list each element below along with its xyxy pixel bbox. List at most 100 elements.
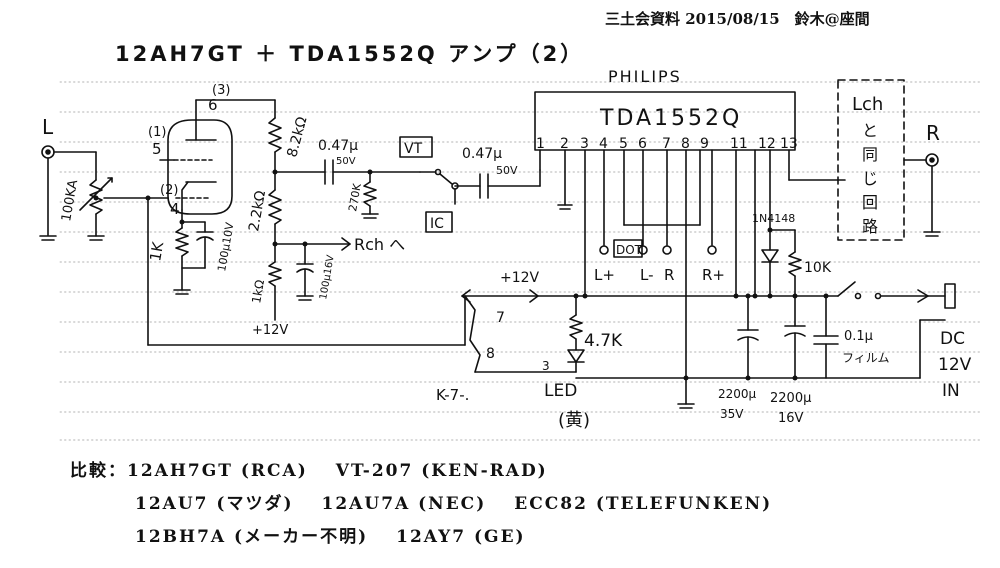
vt-box <box>399 136 433 158</box>
chip-pin-7: 7 <box>662 136 671 152</box>
cap-2200b-volt: 16V <box>778 411 804 426</box>
res-270k <box>361 171 379 219</box>
coupling-c2-volt: 50V <box>496 164 518 177</box>
dot-box <box>613 239 643 258</box>
chip-pin-11: 11 <box>730 136 748 152</box>
heater-loop <box>147 197 466 346</box>
coupling-c1-value: 0.47μ <box>318 138 358 154</box>
chip-pin-2: 2 <box>560 136 569 152</box>
rch-out-label: Rch へ <box>354 235 405 254</box>
out-l-minus: L- <box>640 266 654 284</box>
dot-box-label: DOT <box>616 243 643 257</box>
led-res-label: 4.7K <box>584 331 623 351</box>
comparison-line-2: 12AU7 (マツダ) 12AU7A (NEC) ECC82 (TELEFUNKEN… <box>135 489 772 514</box>
chip-pin-4: 4 <box>599 136 608 152</box>
cap-2200a-value: 2200μ <box>718 387 757 401</box>
comparison-item: ECC82 (TELEFUNKEN) <box>514 494 773 514</box>
coupling-c2-value: 0.47μ <box>462 146 502 162</box>
comparison-item: VT-207 (KEN-RAD) <box>335 461 548 481</box>
dc-in-line-3: IN <box>942 381 960 401</box>
tube-pin-2: (2) <box>160 183 178 198</box>
res-270k-label: 270K <box>346 182 364 213</box>
res-1k-label: 1kΩ <box>249 279 267 305</box>
rch-box-line-2: と <box>862 121 878 140</box>
coupling-c1-volt: 50V <box>336 156 356 167</box>
input-jack-left <box>39 145 97 241</box>
bootstrap-network <box>761 229 802 297</box>
supply-decoupling <box>268 243 314 321</box>
volume-label: 100KA <box>59 179 81 223</box>
film-cap-desc: フィルム <box>842 351 890 365</box>
tube-pin-5: 5 <box>152 140 162 158</box>
comparison-label: 比較： <box>70 461 127 481</box>
led-color-label: (黄) <box>558 410 590 431</box>
key-pin-3: 3 <box>542 359 550 373</box>
dec-cap-label: 100μ16V <box>318 254 337 300</box>
comparison-item: 12AU7A (NEC) <box>321 494 487 514</box>
res-10k-label: 10K <box>804 260 832 276</box>
dc-in-line-1: DC <box>940 329 965 349</box>
tda1552q-chip <box>534 91 846 379</box>
page-title: 12AH7GT ＋ TDA1552Q アンプ（2） <box>115 42 585 66</box>
cathode-r-label: 1K <box>146 239 167 262</box>
rch-box-line-5: 回 <box>862 193 878 212</box>
plate-circuit <box>195 99 421 251</box>
chip-pin-12: 12 <box>758 136 776 152</box>
supply-caps <box>737 295 839 379</box>
supply-bus <box>461 281 956 309</box>
ruled-lines <box>59 81 981 441</box>
tube-pin-1: (1) <box>148 125 166 140</box>
volume-pot <box>79 151 149 241</box>
input-switch <box>419 168 541 205</box>
cap-2200a-volt: 35V <box>720 407 744 421</box>
ic-box-label: IC <box>430 216 444 232</box>
comparison-item: 12BH7A (メーカー不明) <box>135 527 369 547</box>
left-input-label: L <box>42 115 54 139</box>
tube-pin-6: 6 <box>208 96 218 114</box>
tube-pin-4: 4 <box>170 200 180 218</box>
output-jack-right <box>903 153 941 237</box>
comparison-line-1: 比較：12AH7GT (RCA) VT-207 (KEN-RAD) <box>70 456 548 481</box>
ic-box <box>425 211 453 233</box>
out-r-minus: R <box>664 266 674 284</box>
chip-pin-8: 8 <box>681 136 690 152</box>
diode-label: 1N4148 <box>752 212 795 225</box>
chip-pin-1: 1 <box>536 136 545 152</box>
cathode-c-label: 100μ10V <box>215 221 236 272</box>
right-output-label: R <box>926 121 940 145</box>
ground-bus <box>575 319 946 409</box>
credit-line: 三土会資料 2015/08/15 鈴木@座間 <box>605 10 870 28</box>
supply-12v-label-b: +12V <box>252 323 288 338</box>
tube-pin-3: (3) <box>212 83 230 98</box>
film-cap-value: 0.1μ <box>844 329 873 344</box>
led-label: LED <box>544 381 577 401</box>
rch-box-line-6: 路 <box>862 217 878 236</box>
comparison-item: 12AH7GT (RCA) <box>127 461 308 481</box>
key-pin-8: 8 <box>486 346 495 362</box>
chip-maker-label: PHILIPS <box>608 67 682 86</box>
chip-pin-9: 9 <box>700 136 709 152</box>
out-r-plus: R+ <box>702 266 725 284</box>
chip-pin-13: 13 <box>780 136 798 152</box>
cap-2200b-value: 2200μ <box>770 391 811 406</box>
comparison-line-3: 12BH7A (メーカー不明) 12AY7 (GE) <box>135 522 526 547</box>
comparison-item: 12AU7 (マツダ) <box>135 494 294 514</box>
led-indicator <box>567 295 585 373</box>
chip-pin-6: 6 <box>638 136 647 152</box>
comparison-item: 12AY7 (GE) <box>396 527 526 547</box>
vt-box-label: VT <box>404 141 423 157</box>
rch-box-line-3: 同 <box>862 145 878 164</box>
plate-r2-label: 2.2kΩ <box>246 189 269 233</box>
key-label: K-7-. <box>436 386 469 404</box>
chip-pin-3: 3 <box>580 136 589 152</box>
chip-name-label: TDA1552Q <box>599 106 742 131</box>
dc-in-line-2: 12V <box>938 355 972 375</box>
out-l-plus: L+ <box>594 266 615 284</box>
chip-pin-5: 5 <box>619 136 628 152</box>
rch-box-line-4: じ <box>862 169 878 188</box>
rch-box-line-1: Lch <box>852 94 883 115</box>
vacuum-tube <box>147 99 233 215</box>
cathode-circuit <box>173 209 214 295</box>
supply-12v-label: +12V <box>500 270 540 286</box>
